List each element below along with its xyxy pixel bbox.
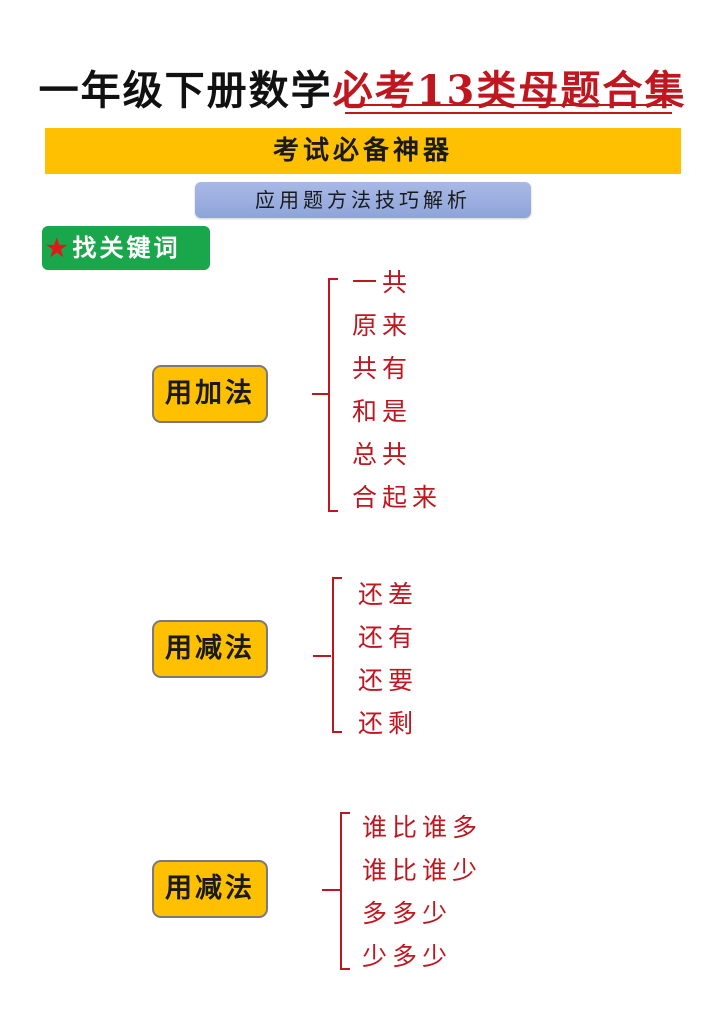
keyword-item: 少多少: [362, 942, 453, 971]
brace-stem: [322, 889, 340, 891]
keyword-item: 原来: [352, 311, 413, 340]
bracket: [340, 812, 350, 970]
keyword-item: 还有: [358, 623, 419, 652]
keyword-item: 和是: [352, 397, 413, 426]
keyword-item: 总共: [352, 440, 413, 469]
method-subbanner: 应用题方法技巧解析: [195, 182, 531, 218]
keyword-item: 还剩: [358, 709, 419, 738]
keyword-item: 共有: [352, 354, 413, 383]
brace-stem: [312, 393, 330, 395]
keyword-badge-label: 找关键词: [72, 233, 181, 262]
exam-banner: 考试必备神器: [45, 128, 681, 174]
keyword-item: 谁比谁多: [362, 813, 483, 842]
keyword-item: 一共: [352, 268, 413, 297]
title-highlight: 必考13类母题合集: [332, 67, 687, 114]
keyword-item: 谁比谁少: [362, 856, 483, 885]
title-main: 一年级下册数学: [38, 67, 333, 114]
keyword-list-addition: 一共 原来 共有 和是 总共 合起来: [352, 261, 442, 519]
method-box-comparison: 用减法: [152, 860, 268, 918]
keyword-item: 多多少: [362, 899, 453, 928]
keyword-item: 还要: [358, 666, 419, 695]
keyword-item: 还差: [358, 580, 419, 609]
keyword-list-comparison: 谁比谁多 谁比谁少 多多少 少多少: [362, 806, 482, 978]
star-icon: ★: [46, 233, 71, 262]
keyword-badge: ★找关键词: [42, 226, 210, 270]
keyword-item: 合起来: [352, 483, 443, 512]
method-box-addition: 用加法: [152, 365, 268, 423]
bracket: [328, 278, 338, 512]
page-title: 一年级下册数学必考13类母题合集: [0, 58, 725, 116]
keyword-list-subtraction: 还差 还有 还要 还剩: [358, 573, 418, 745]
brace-stem: [313, 655, 331, 657]
bracket: [332, 577, 342, 733]
title-underline: [345, 104, 672, 114]
method-box-subtraction: 用减法: [152, 620, 268, 678]
